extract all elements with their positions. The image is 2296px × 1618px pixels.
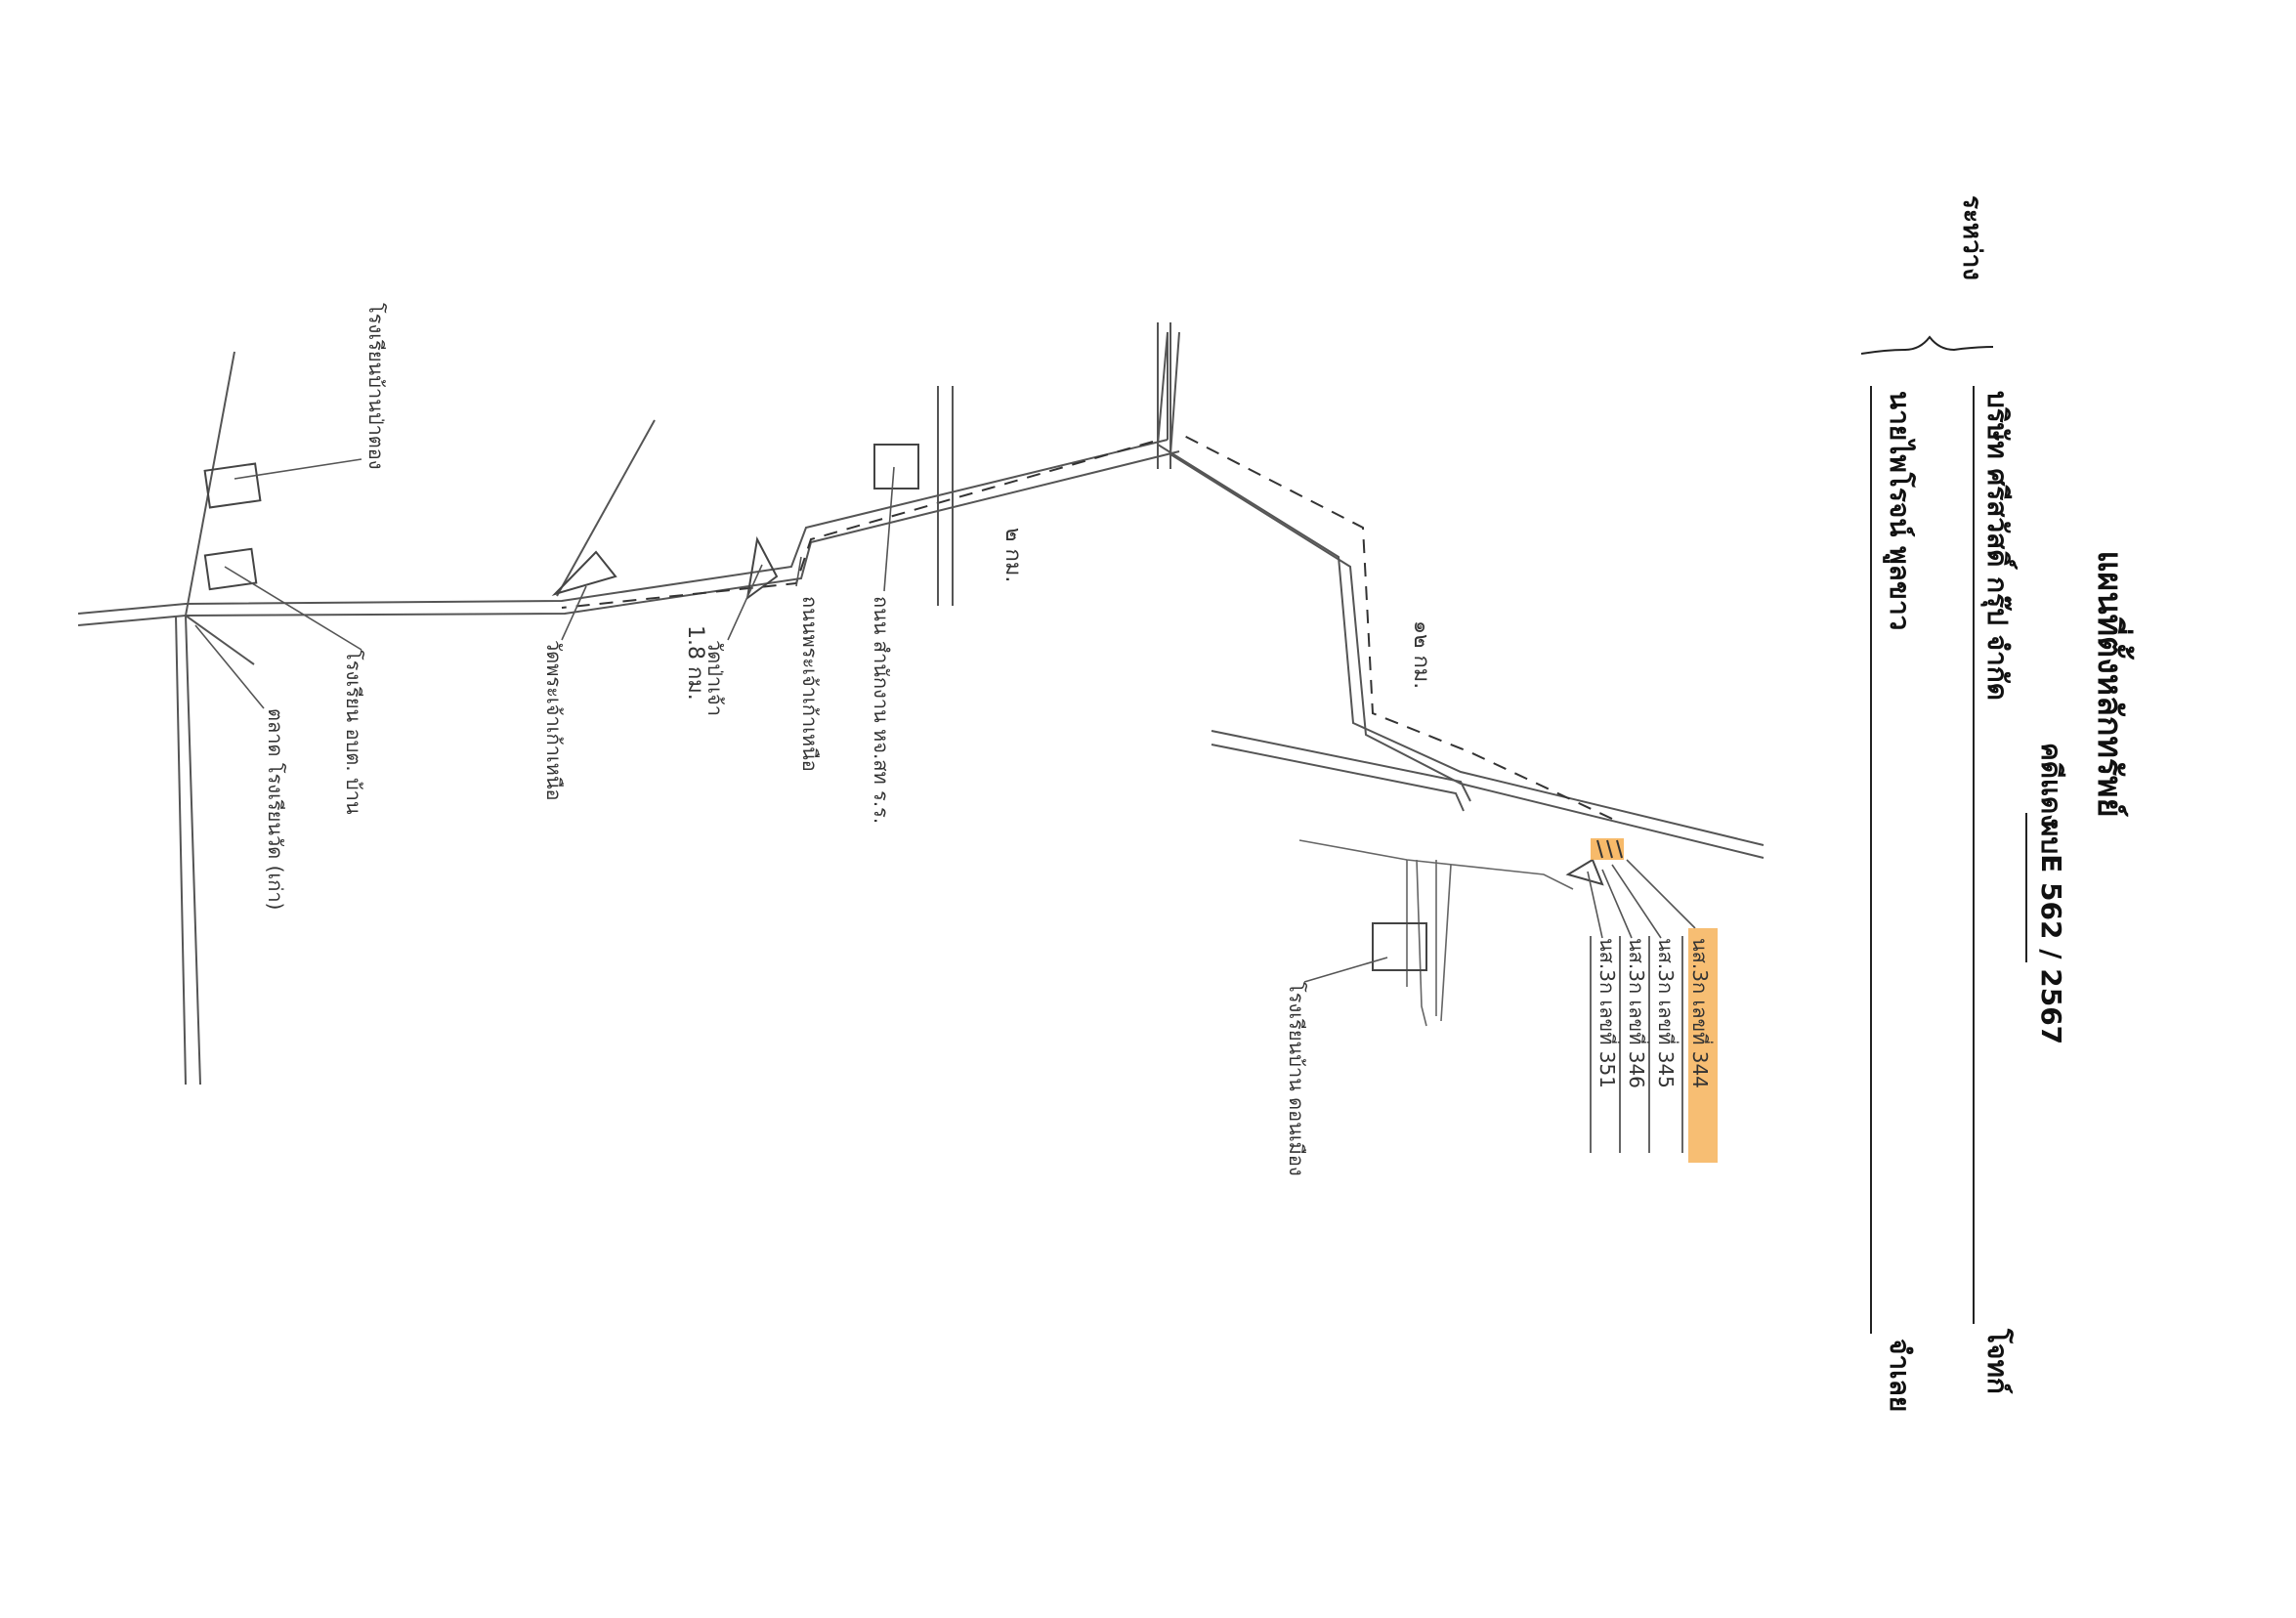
leader-lines	[194, 458, 1696, 983]
between-label: ระหว่าง	[1957, 195, 1986, 280]
distance-b: ๑๒ กม.	[1409, 620, 1433, 689]
plaintiff-role: โจทก์	[1981, 1328, 2015, 1394]
target-parcel-marker	[1591, 838, 1624, 860]
defendant-name: นายไพโรจน์ พูลขาว	[1883, 391, 1917, 630]
parcel-highlight	[1688, 928, 1718, 1163]
landmarks	[203, 444, 1604, 971]
parcel-label-p3: นส.3ก เลขที่ 346	[1625, 938, 1650, 1088]
parcel-labels: นส.3ก เลขที่ 344 นส.3ก เลขที่ 345 นส.3ก …	[1590, 928, 1718, 1163]
defendant-role: จำเลย	[1884, 1339, 1916, 1412]
road-network	[77, 322, 1765, 1086]
distance-labels: ๒ กม. ๑๒ กม. 1.8 กม.	[683, 528, 1433, 701]
label-office: โรงเรียน อบต. บ้าน	[342, 650, 365, 815]
map-title: แผนที่ตั้งหลักทรัพย์	[2090, 550, 2135, 817]
case-label: คดีแดง	[2035, 743, 2067, 828]
label-market: ตลาด โรงเรียนวัด (เก่า)	[264, 708, 287, 910]
place-labels: โรงเรียนบ้านป่าตอง โรงเรียน อบต. บ้าน ตล…	[264, 303, 1308, 1176]
label-temple-a: วัดพระเจ้าเก้าเหนือ	[542, 640, 566, 801]
parcel-label-p4: นส.3ก เลขที่ 351	[1595, 938, 1621, 1088]
label-road-a: ถนนพระเจ้าเก้าเหนือ	[798, 596, 822, 772]
label-temple-b: วัดป่าเจ้า	[703, 640, 727, 716]
distance-c: 1.8 กม.	[683, 625, 707, 701]
document-header: แผนที่ตั้งหลักทรัพย์ คดีแดง ผบE 562 / 25…	[1860, 195, 2135, 1412]
label-school-a: โรงเรียนบ้านป่าตอง	[364, 303, 388, 470]
parcel-label-p2: นส.3ก เลขที่ 345	[1654, 938, 1679, 1088]
label-junction: ถนน สำนักงาน หจ.สท ร.ร.	[870, 596, 893, 824]
label-school-b: โรงเรียนบ้าน ดอนเมือง	[1285, 982, 1308, 1176]
parcel-label-highlighted: นส.3ก เลขที่ 344	[1688, 938, 1714, 1088]
case-number: ผบE 562 / 2567	[2035, 821, 2067, 1044]
distance-a: ๒ กม.	[1000, 528, 1025, 582]
plaintiff-name: บริษัท ศรีสวัสดิ์ กรุ๊ป จำกัด	[1980, 391, 2018, 701]
brace	[1860, 335, 1994, 355]
